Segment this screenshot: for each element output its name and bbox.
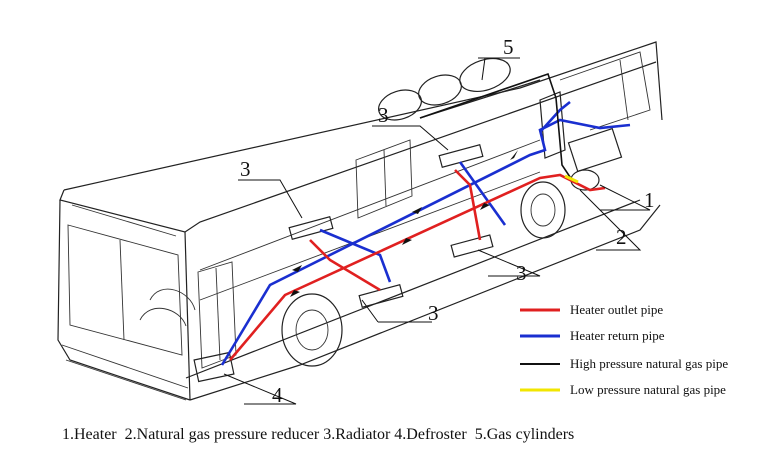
callout-5: 5 bbox=[503, 35, 514, 59]
bus-body bbox=[57, 41, 663, 401]
callout-2: 2 bbox=[616, 225, 627, 249]
radiators bbox=[288, 144, 494, 308]
flow-arrows bbox=[290, 150, 518, 297]
callout-3-bottom: 3 bbox=[428, 301, 439, 325]
callout-4: 4 bbox=[272, 383, 283, 407]
callout-1: 1 bbox=[644, 188, 655, 212]
heater-outlet-pipe bbox=[229, 169, 606, 361]
callout-3-left: 3 bbox=[240, 157, 251, 181]
leader-lines bbox=[223, 57, 651, 405]
radiator-box bbox=[438, 144, 484, 168]
radiator-box bbox=[288, 216, 334, 240]
caption: 1.Heater 2.Natural gas pressure reducer … bbox=[62, 426, 575, 443]
legend: Heater outlet pipe Heater return pipe Hi… bbox=[520, 302, 728, 397]
high-pressure-gas-pipe bbox=[419, 72, 573, 181]
radiator-box bbox=[450, 234, 494, 258]
heater-return-pipe bbox=[220, 100, 631, 366]
low-pressure-gas-pipe bbox=[564, 174, 579, 184]
legend-label-return: Heater return pipe bbox=[570, 328, 665, 343]
defroster-box bbox=[193, 351, 235, 383]
legend-label-outlet: Heater outlet pipe bbox=[570, 302, 663, 317]
legend-label-low-pressure: Low pressure natural gas pipe bbox=[570, 382, 726, 397]
callout-3-rear: 3 bbox=[378, 103, 389, 127]
legend-label-high-pressure: High pressure natural gas pipe bbox=[570, 356, 728, 371]
callout-3-right: 3 bbox=[516, 261, 527, 285]
